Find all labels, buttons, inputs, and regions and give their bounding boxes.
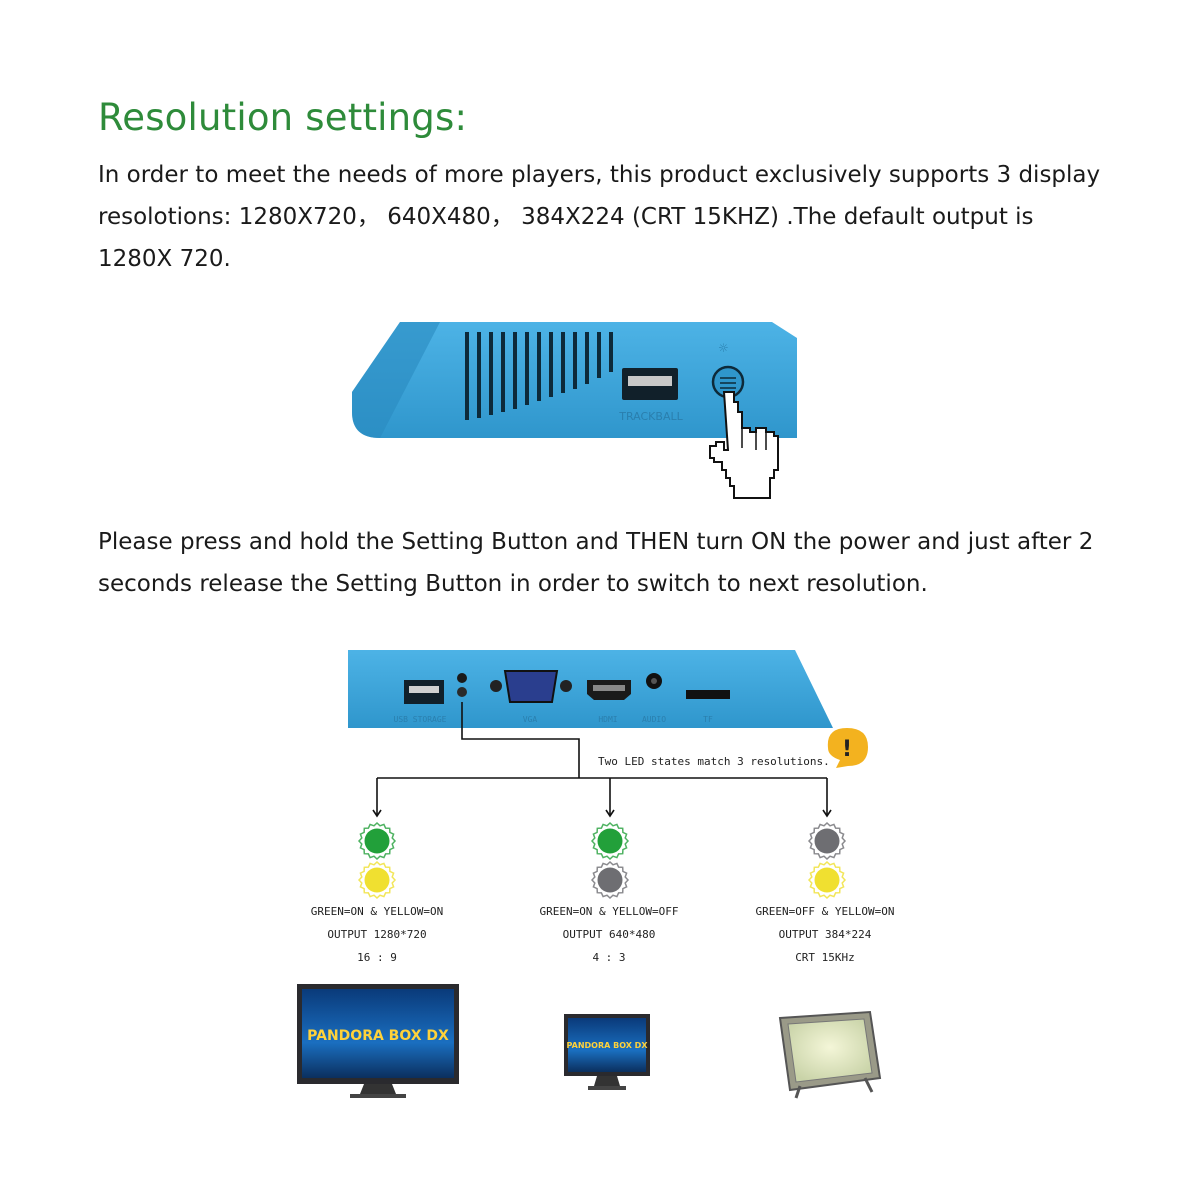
callout-text: Two LED states match 3 resolutions.: [598, 755, 830, 768]
mode-1-output: OUTPUT 1280*720: [327, 928, 427, 941]
led-yellow-hole: [457, 687, 467, 697]
port-label-hdmi: HDMI: [598, 715, 617, 724]
vga-port: [490, 670, 572, 703]
hdmi-port: [587, 680, 631, 700]
port-label-usb: USB STORAGE: [394, 715, 447, 724]
mode-2-state: GREEN=ON & YELLOW=OFF: [539, 905, 679, 918]
screen-logo-large: PANDORA BOX DX: [307, 1028, 449, 1044]
trackball-port-label: TRACKBALL: [618, 410, 683, 423]
led-green-mode-1: [357, 821, 397, 861]
led-green-hole: [457, 673, 467, 683]
top-device: TRACKBALL ☼: [352, 322, 797, 499]
mode-2-output: OUTPUT 640*480: [562, 928, 656, 941]
port-label-tf: TF: [703, 715, 713, 724]
port-label-vga: VGA: [523, 715, 538, 724]
led-green-mode-3: [807, 821, 847, 861]
mode-2-description: GREEN=ON & YELLOW=OFF OUTPUT 640*480 4 :…: [509, 900, 709, 969]
instruction-paragraph: Please press and hold the Setting Button…: [98, 529, 1094, 597]
connector-lines: [372, 702, 832, 818]
led-green-mode-2: [590, 821, 630, 861]
monitor-medium: PANDORA BOX DX: [564, 1014, 650, 1090]
led-yellow-mode-3: [807, 860, 847, 900]
mode-3-output: OUTPUT 384*224: [778, 928, 872, 941]
vent-slots: [465, 332, 613, 420]
led-indicators: [357, 821, 847, 900]
screen-logo-medium: PANDORA BOX DX: [567, 1041, 649, 1050]
setting-symbol-icon: ☼: [718, 341, 729, 355]
mode-1-ratio: 16 : 9: [357, 951, 397, 964]
usb-port-top: [622, 368, 678, 400]
tf-card-slot: [686, 690, 730, 699]
mode-1-description: GREEN=ON & YELLOW=ON OUTPUT 1280*720 16 …: [277, 900, 477, 969]
mode-3-state: GREEN=OFF & YELLOW=ON: [755, 905, 895, 918]
mode-2-ratio: 4 : 3: [592, 951, 626, 964]
crt-tube: [778, 1010, 882, 1099]
port-label-audio: AUDIO: [642, 715, 666, 724]
monitor-large: PANDORA BOX DX: [297, 984, 459, 1098]
audio-port: [646, 673, 662, 689]
bottom-device: USB STORAGE VGA HDMI AUDIO TF: [348, 650, 833, 728]
led-yellow-mode-1: [357, 860, 397, 900]
warning-icon: !: [827, 728, 868, 768]
mode-3-description: GREEN=OFF & YELLOW=ON OUTPUT 384*224 CRT…: [725, 900, 925, 969]
mode-3-ratio: CRT 15KHz: [795, 951, 855, 964]
pointing-hand-icon: [709, 391, 779, 499]
page-title: Resolution settings:: [98, 96, 468, 139]
svg-text:!: !: [842, 737, 852, 762]
mode-1-state: GREEN=ON & YELLOW=ON: [310, 905, 444, 918]
usb-port-rear: [404, 680, 444, 704]
intro-paragraph: In order to meet the needs of more playe…: [98, 162, 1101, 272]
led-yellow-mode-2: [590, 860, 630, 900]
